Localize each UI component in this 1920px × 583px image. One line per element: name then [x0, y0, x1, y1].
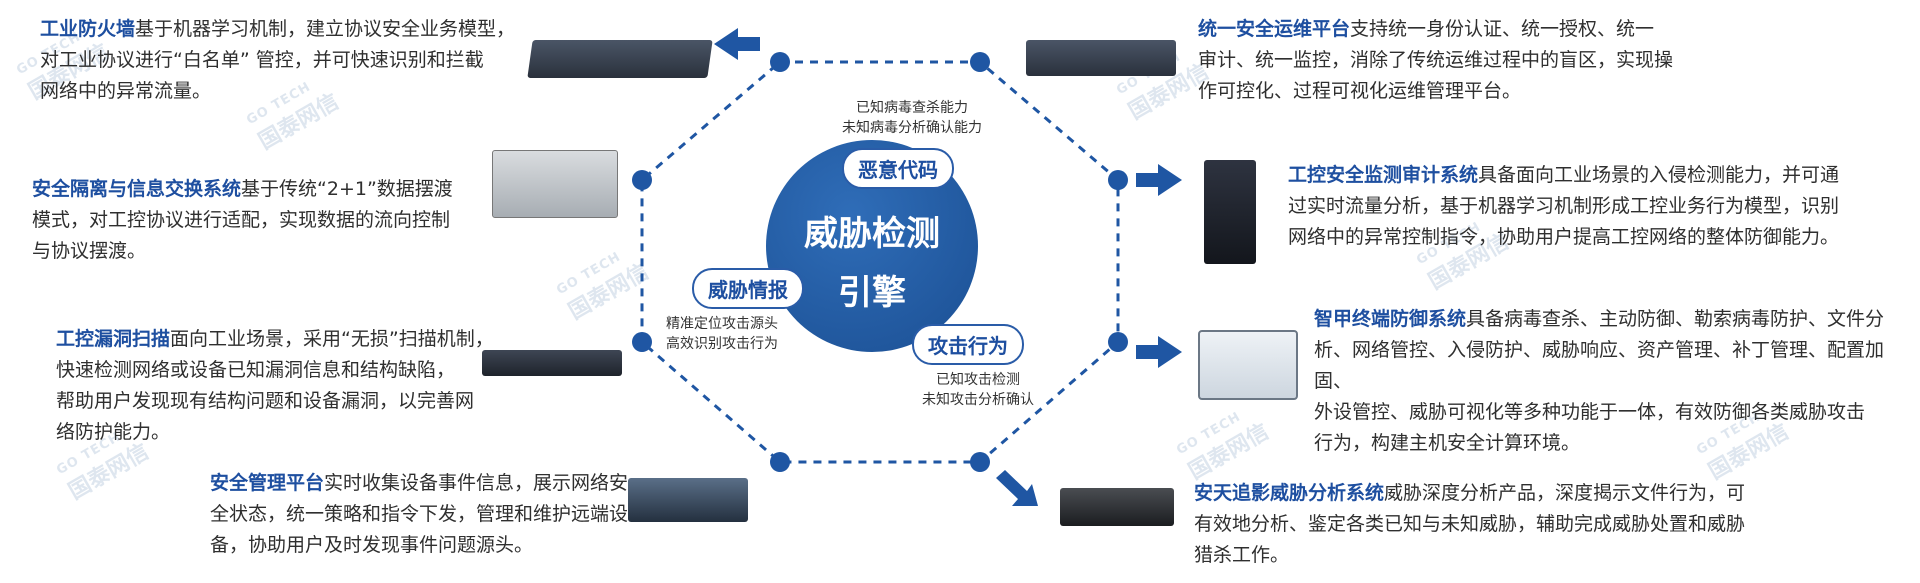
arrow-right-icon: [1136, 336, 1182, 368]
audit-device-image: [1204, 160, 1256, 264]
endpoint-device-image: [1198, 330, 1298, 400]
product-title: 统一安全运维平台: [1198, 18, 1351, 40]
desc-line: 已知病毒查杀能力: [856, 100, 968, 116]
pill-malicious-code: 恶意代码: [842, 148, 954, 189]
product-desc: 猎杀工作。: [1194, 544, 1290, 566]
node-dot: [632, 332, 652, 352]
product-firewall: 工业防火墙基于机器学习机制，建立协议安全业务模型， 对工业协议进行“白名单” 管…: [40, 14, 550, 107]
product-desc: 外设管控、威胁可视化等多种功能于一体，有效防御各类威胁攻击: [1314, 401, 1866, 423]
node-dot: [632, 170, 652, 190]
node-dot: [770, 52, 790, 72]
product-desc: 析、网络管控、入侵防护、威胁响应、资产管理、补丁管理、配置加固、: [1314, 339, 1885, 392]
node-dot: [770, 452, 790, 472]
product-mgmt-platform: 安全管理平台实时收集设备事件信息，展示网络安 全状态，统一策略和指令下发，管理和…: [210, 468, 650, 561]
product-title: 安天追影威胁分析系统: [1194, 482, 1385, 504]
product-desc: 行为，构建主机安全计算环境。: [1314, 432, 1581, 454]
node-dot: [1108, 170, 1128, 190]
product-desc: 具备面向工业场景的入侵检测能力，并可通: [1478, 164, 1840, 186]
product-audit-system: 工控安全监测审计系统具备面向工业场景的入侵检测能力，并可通 过实时流量分析，基于…: [1288, 160, 1908, 253]
product-desc: 对工业协议进行“白名单” 管控，并可快速识别和拦截: [40, 49, 484, 71]
arrow-left-icon: [714, 28, 760, 60]
product-desc: 过实时流量分析，基于机器学习机制形成工控业务行为模型，识别: [1288, 195, 1840, 217]
product-title: 工控漏洞扫描: [56, 328, 171, 350]
product-desc: 帮助用户发现现有结构问题和设备漏洞，以完善网: [56, 390, 475, 412]
threat-intel-desc: 精准定位攻击源头 高效识别攻击行为: [666, 314, 778, 354]
product-desc: 面向工业场景，采用“无损”扫描机制，: [170, 328, 494, 350]
product-desc: 全状态，统一策略和指令下发，管理和维护远端设: [210, 503, 629, 525]
product-desc: 基于传统“2+1”数据摆渡: [241, 178, 453, 200]
product-desc: 模式，对工控协议进行适配，实现数据的流向控制: [32, 209, 451, 231]
arrow-down-right-icon: [996, 470, 1038, 506]
product-desc: 基于机器学习机制，建立协议安全业务模型，: [135, 18, 516, 40]
analysis-device-image: [1060, 488, 1174, 526]
pill-attack-behavior: 攻击行为: [912, 324, 1024, 365]
product-title: 智甲终端防御系统: [1314, 308, 1467, 330]
product-desc: 实时收集设备事件信息，展示网络安: [324, 472, 629, 494]
management-device-image: [628, 478, 748, 522]
ops-device-image: [1026, 40, 1176, 76]
product-isolation: 安全隔离与信息交换系统基于传统“2+1”数据摆渡 模式，对工控协议进行适配，实现…: [32, 174, 552, 267]
desc-line: 已知攻击检测: [936, 372, 1020, 388]
product-title: 工控安全监测审计系统: [1288, 164, 1479, 186]
product-desc: 作可控化、过程可视化运维管理平台。: [1198, 80, 1522, 102]
attack-behavior-desc: 已知攻击检测 未知攻击分析确认: [922, 370, 1034, 410]
vuln-scanner-device-image: [482, 350, 622, 376]
arrow-right-icon: [1136, 164, 1182, 196]
product-desc: 络防护能力。: [56, 421, 171, 443]
isolation-device-image: [492, 150, 618, 218]
pill-threat-intel: 威胁情报: [692, 268, 804, 309]
malicious-code-desc: 已知病毒查杀能力 未知病毒分析确认能力: [842, 98, 982, 138]
product-endpoint-defense: 智甲终端防御系统具备病毒查杀、主动防御、勒索病毒防护、文件分 析、网络管控、入侵…: [1314, 304, 1914, 459]
product-desc: 网络中的异常控制指令，协助用户提高工控网络的整体防御能力。: [1288, 226, 1840, 248]
desc-line: 高效识别攻击行为: [666, 336, 778, 352]
firewall-device-image: [527, 40, 713, 78]
engine-title-line2: 引擎: [838, 273, 906, 313]
product-desc: 支持统一身份认证、统一授权、统一: [1350, 18, 1655, 40]
product-title: 工业防火墙: [40, 18, 136, 40]
node-dot: [970, 452, 990, 472]
product-desc: 具备病毒查杀、主动防御、勒索病毒防护、文件分: [1466, 308, 1885, 330]
product-ops-platform: 统一安全运维平台支持统一身份认证、统一授权、统一 审计、统一监控，消除了传统运维…: [1198, 14, 1698, 107]
product-desc: 有效地分析、鉴定各类已知与未知威胁，辅助完成威胁处置和威胁: [1194, 513, 1746, 535]
product-vuln-scanner: 工控漏洞扫描面向工业场景，采用“无损”扫描机制， 快速检测网络或设备已知漏洞信息…: [56, 324, 516, 448]
engine-title-line1: 威胁检测: [804, 214, 940, 254]
product-threat-analysis: 安天追影威胁分析系统威胁深度分析产品，深度揭示文件行为，可 有效地分析、鉴定各类…: [1194, 478, 1794, 571]
product-desc: 网络中的异常流量。: [40, 80, 212, 102]
product-desc: 备，协助用户及时发现事件问题源头。: [210, 534, 534, 556]
desc-line: 未知病毒分析确认能力: [842, 120, 982, 136]
node-dot: [970, 52, 990, 72]
product-title: 安全管理平台: [210, 472, 325, 494]
product-desc: 与协议摆渡。: [32, 240, 147, 262]
desc-line: 精准定位攻击源头: [666, 316, 778, 332]
product-title: 安全隔离与信息交换系统: [32, 178, 242, 200]
product-desc: 审计、统一监控，消除了传统运维过程中的盲区，实现操: [1198, 49, 1674, 71]
node-dot: [1108, 332, 1128, 352]
product-desc: 快速检测网络或设备已知漏洞信息和结构缺陷，: [56, 359, 456, 381]
desc-line: 未知攻击分析确认: [922, 392, 1034, 408]
product-desc: 威胁深度分析产品，深度揭示文件行为，可: [1384, 482, 1746, 504]
